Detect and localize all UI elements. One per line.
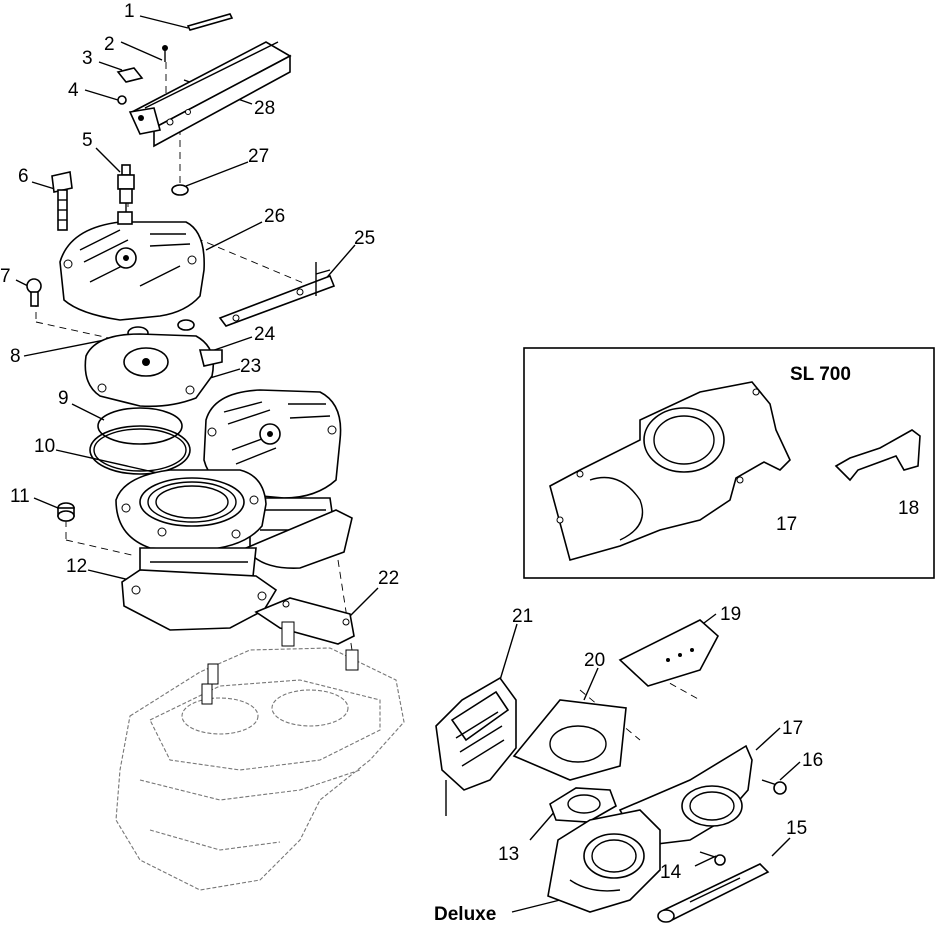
callout-6: 6 [18,166,29,187]
cylinder-o-ring [97,407,183,445]
callout-26: 26 [264,206,285,227]
base-gasket [254,597,355,645]
reed-stop-plate [618,619,720,687]
cylinder-nut [57,502,75,522]
washer [171,184,189,196]
callout-13: 13 [498,844,519,865]
callout-4: 4 [68,80,79,101]
callout-21: 21 [512,606,533,627]
manifold-bolt [761,779,787,795]
callout-17: 17 [782,718,803,739]
callout-11: 11 [10,486,30,507]
inset-title: SL 700 [790,364,851,385]
sl700-inset [523,347,935,579]
cylinder-head [59,211,205,321]
callout-15: 15 [786,818,807,839]
callout-16: 16 [802,750,823,771]
callout-28: 28 [254,98,275,119]
cylinder [115,469,278,631]
callout-9: 9 [58,388,69,409]
screw [162,45,168,62]
crankcase [115,621,405,891]
callout-27: 27 [248,146,269,167]
top-strip [186,13,234,31]
nut [117,95,127,105]
callout-8: 8 [10,346,21,367]
manifold-stud [699,851,726,866]
short-bolt [26,278,42,307]
callout-22: 22 [378,568,399,589]
callout-2: 2 [104,34,115,55]
callout-24: 24 [254,324,276,345]
deluxe-label: Deluxe [434,904,496,925]
cylinder-gasket [89,425,191,475]
callout-23: 23 [240,356,261,377]
callout-20: 20 [584,650,605,671]
intake-flange [549,787,617,823]
callout-18: 18 [898,498,919,519]
spark-plug [117,164,135,212]
o-ring-small-2 [177,319,195,331]
callout-3: 3 [82,48,93,69]
callout-25: 25 [354,228,375,249]
callout-labels: 1 2 3 4 5 6 7 8 9 10 11 12 13 14 15 16 1… [0,1,919,883]
callout-7: 7 [0,266,11,287]
head-bracket [218,262,336,327]
callout-19: 19 [720,604,741,625]
callout-17-inset: 17 [776,514,797,535]
strap [657,863,770,923]
decal [116,67,144,83]
intake-gasket-plate [512,699,627,781]
head-cover-rail [128,41,292,148]
water-jacket-cover [84,333,223,408]
callout-14: 14 [660,862,682,883]
callout-10: 10 [34,436,55,457]
head-bolt [51,171,73,231]
callout-5: 5 [82,130,93,151]
callout-12: 12 [66,556,87,577]
reed-valve [435,676,517,816]
deluxe-manifold [547,809,661,913]
callout-1: 1 [124,1,135,22]
